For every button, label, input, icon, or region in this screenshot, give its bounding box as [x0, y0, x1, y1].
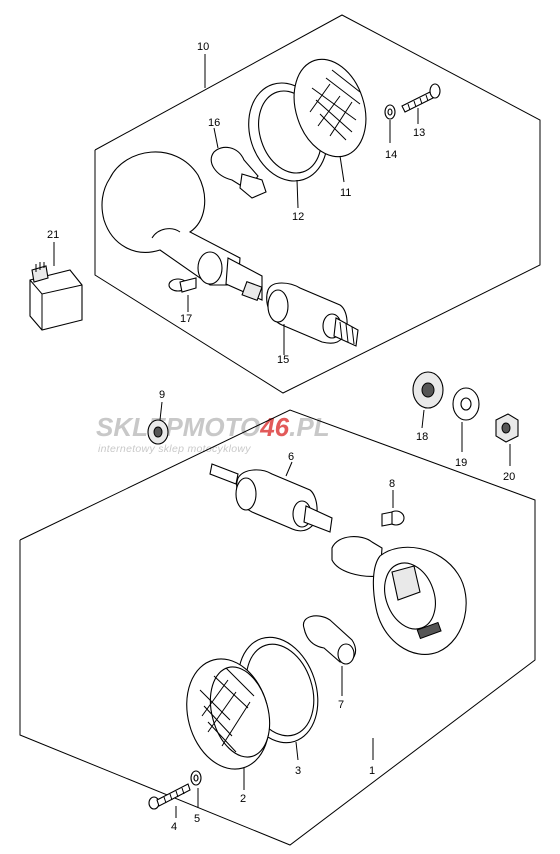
part-17-screw [168, 277, 197, 312]
svg-text:SKLEPMOTO46.PL: SKLEPMOTO46.PL [96, 412, 330, 442]
part-16-bulb [210, 127, 267, 199]
upper-assembly-box [94, 14, 541, 394]
part-2-lens [186, 658, 271, 790]
watermark-brand-suffix: .PL [289, 412, 329, 442]
lower-housing [331, 536, 467, 655]
callout-13: 13 [413, 127, 425, 139]
watermark-brand-red: 46 [259, 412, 289, 442]
lower-assembly-box [19, 409, 536, 846]
callout-8: 8 [389, 478, 395, 490]
callout-21: 21 [47, 229, 59, 241]
callout-6: 6 [288, 451, 294, 463]
part-18-cap [412, 371, 444, 429]
part-21-relay [29, 242, 83, 331]
upper-housing [101, 151, 263, 302]
part-15-socket [266, 282, 359, 355]
part-8-screw [381, 490, 405, 527]
watermark-tagline: internetowy sklep motocyklowy [98, 443, 251, 455]
callout-16: 16 [208, 117, 220, 129]
callout-labels: 10 16 12 11 14 13 21 17 15 9 18 19 20 6 … [47, 41, 515, 833]
callout-19: 19 [455, 457, 467, 469]
callout-11: 11 [340, 187, 351, 199]
callout-20: 20 [503, 471, 515, 483]
callout-15: 15 [277, 354, 289, 366]
callout-2: 2 [240, 793, 246, 805]
part-14-washer [384, 104, 396, 143]
part-9-grommet [147, 401, 169, 445]
part-11-lens [293, 58, 367, 183]
callout-4: 4 [171, 821, 177, 833]
part-6-socket [209, 461, 333, 533]
watermark-brand-gray: SKLEPMOTO [96, 412, 260, 442]
part-5-washer [190, 770, 202, 808]
callout-18: 18 [416, 431, 428, 443]
part-20-nut [495, 413, 519, 466]
callout-10: 10 [197, 41, 209, 53]
part-13-screw [401, 83, 441, 124]
callout-3: 3 [295, 765, 301, 777]
callout-9: 9 [159, 389, 165, 401]
part-19-washer [452, 387, 480, 452]
callout-12: 12 [292, 211, 304, 223]
watermark: SKLEPMOTO46.PL internetowy sklep motocyk… [96, 412, 330, 455]
part-4-screw [148, 783, 191, 818]
callout-14: 14 [385, 149, 397, 161]
callout-1: 1 [369, 765, 375, 777]
part-7-bulb [302, 615, 357, 696]
callout-17: 17 [180, 313, 192, 325]
callout-7: 7 [338, 699, 344, 711]
callout-5: 5 [194, 813, 200, 825]
